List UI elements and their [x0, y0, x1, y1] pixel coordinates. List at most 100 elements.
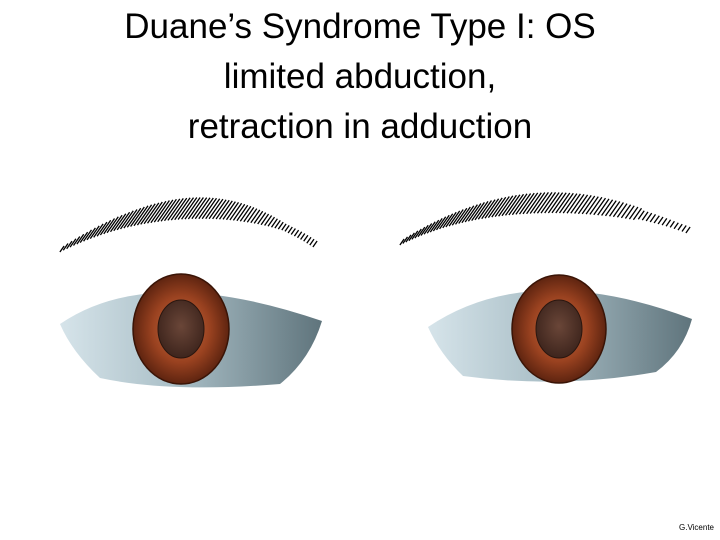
- eyebrow-hatch: [448, 210, 461, 227]
- eyebrow-hatch: [677, 223, 683, 231]
- eyebrow-hatch: [76, 233, 85, 245]
- eyebrow-hatch: [72, 236, 81, 246]
- eyebrow-hatch: [555, 192, 571, 214]
- eyebrow-hatch: [547, 192, 564, 214]
- eyebrow-hatch: [163, 198, 181, 222]
- eyebrow-hatch: [649, 214, 657, 223]
- left-eyebrow: [59, 197, 318, 253]
- eyebrow-hatch: [423, 223, 433, 235]
- eyebrow-hatch: [641, 211, 649, 221]
- left-eye: [60, 273, 322, 388]
- eyebrow-hatch: [445, 211, 457, 228]
- eyebrow-hatch: [518, 192, 535, 215]
- eyebrow-hatch: [526, 192, 542, 215]
- eyebrow-hatch: [62, 243, 69, 251]
- eyebrow-hatch: [620, 204, 632, 219]
- title-line-1: Duane’s Syndrome Type I: OS: [124, 7, 596, 46]
- eyebrow-hatch: [293, 229, 300, 237]
- eyebrow-hatch: [184, 197, 201, 220]
- eyebrow-hatch: [83, 229, 93, 242]
- eyebrow-hatch: [239, 205, 252, 222]
- eyebrow-hatch: [246, 208, 258, 223]
- eyebrow-hatch: [153, 200, 170, 223]
- eyebrow-hatch: [174, 197, 191, 221]
- eyebrow-hatch: [411, 230, 419, 240]
- eyebrow-hatch: [208, 198, 224, 220]
- eyebrow-hatch: [632, 207, 643, 221]
- eyebrow-hatch: [491, 196, 507, 218]
- eyebrow-hatch: [593, 197, 607, 216]
- eyebrow-hatch: [498, 195, 514, 217]
- eyebrow-hatch: [566, 193, 581, 214]
- eyebrow-hatch: [515, 193, 532, 215]
- right-eyebrow: [399, 192, 691, 246]
- eyebrow-hatch: [170, 197, 188, 221]
- eyebrow-hatch: [562, 193, 578, 214]
- eyebrow-hatch: [59, 245, 65, 253]
- eyebrow-hatch: [201, 197, 218, 220]
- slide-title: Duane’s Syndrome Type I: OS limited abdu…: [0, 2, 720, 152]
- eyebrow-hatch: [86, 227, 96, 241]
- eyebrow-hatch: [624, 205, 635, 219]
- eyebrow-hatch: [212, 199, 227, 220]
- eyebrow-hatch: [574, 194, 589, 214]
- eyebrow-hatch: [681, 225, 687, 232]
- eyebrow-hatch: [79, 231, 89, 243]
- eyebrow-hatch: [136, 204, 153, 226]
- eyebrow-hatch: [99, 219, 112, 236]
- eyebrow-hatch: [464, 204, 478, 223]
- eyebrow-hatch: [399, 238, 405, 246]
- eyebrow-hatch: [146, 201, 163, 224]
- eyebrow-hatch: [608, 201, 621, 217]
- eyebrow-hatch: [467, 203, 482, 222]
- eyebrow-hatch: [417, 226, 426, 238]
- eyebrow-hatch: [222, 201, 236, 220]
- eyebrow-hatch: [536, 192, 553, 214]
- eyebrow-hatch: [484, 198, 500, 219]
- eyebrow-hatch: [205, 198, 221, 220]
- eyebrow-hatch: [522, 192, 539, 215]
- eyebrow-hatch: [669, 220, 675, 228]
- eyebrow-hatch: [604, 200, 617, 217]
- eyebrow-hatch: [471, 202, 485, 221]
- eyebrow-hatch: [653, 215, 660, 224]
- title-line-3: retraction in adduction: [187, 107, 533, 146]
- eyebrow-hatch: [140, 203, 156, 225]
- eyebrow-hatch: [435, 216, 447, 231]
- eyebrow-hatch: [236, 204, 249, 222]
- eyebrow-hatch: [504, 194, 521, 216]
- eyebrow-hatch: [260, 213, 270, 226]
- eyebrow-hatch: [133, 205, 149, 227]
- eyebrow-hatch: [570, 194, 585, 214]
- eyebrow-hatch: [191, 197, 208, 220]
- eyebrow-hatch: [312, 240, 318, 248]
- eyebrow-hatch: [414, 228, 422, 239]
- eyebrow-hatch: [657, 216, 664, 225]
- eyebrow-hatch: [232, 203, 246, 221]
- eyebrow-hatch: [96, 221, 108, 237]
- eyebrow-hatch: [119, 210, 134, 230]
- eyebrow-hatch: [274, 220, 281, 229]
- eyebrow-hatch: [225, 202, 240, 221]
- right-pupil: [535, 299, 583, 359]
- eyebrow-hatch: [511, 193, 528, 216]
- author-credit: G.Vicente: [679, 523, 714, 532]
- eyebrow-hatch: [257, 212, 267, 225]
- eyebrow-hatch: [103, 218, 116, 235]
- eyebrow-hatch: [306, 236, 312, 244]
- eyebrow-hatch: [685, 226, 691, 234]
- eyebrow-hatch: [126, 207, 142, 228]
- eyebrow-hatch: [439, 214, 450, 230]
- eyebrow-hatch: [296, 231, 303, 239]
- eyebrow-hatch: [143, 202, 160, 225]
- eyebrow-hatch: [408, 232, 415, 242]
- right-eye: [428, 274, 692, 384]
- eyebrow-hatch: [529, 192, 546, 214]
- eyebrow-hatch: [66, 240, 73, 250]
- eyebrow-hatch: [287, 226, 293, 234]
- eyebrow-hatch: [645, 212, 653, 222]
- eyebrow-hatch: [167, 198, 184, 221]
- eyebrow-hatch: [198, 197, 214, 220]
- eyebrow-hatch: [229, 202, 243, 221]
